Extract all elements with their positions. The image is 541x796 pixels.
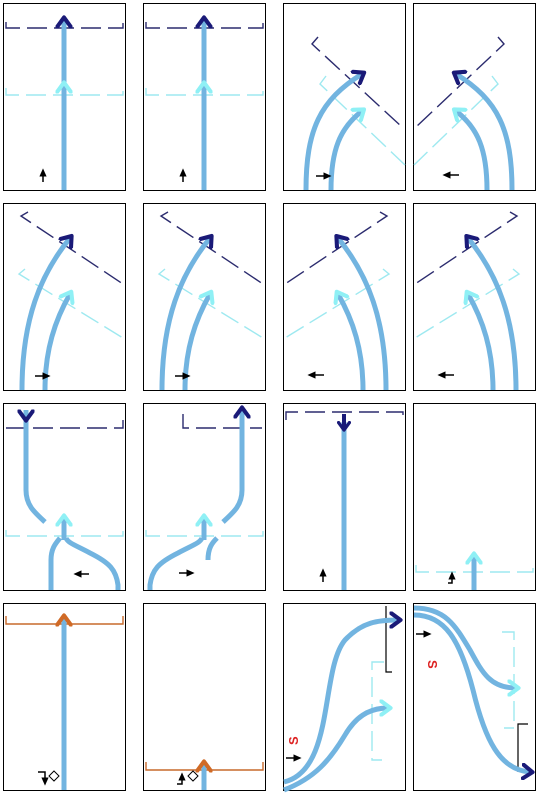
panel-r4c2 [143, 603, 266, 791]
dark-signal-bracket [285, 411, 404, 420]
right-lower-track [205, 536, 219, 561]
dark-signal-bracket [6, 420, 124, 429]
outer-curved-track [456, 74, 515, 191]
left-lower-track [48, 536, 62, 590]
inner-curved-track [468, 294, 496, 391]
s-mark-label: S [425, 660, 440, 669]
dark-signal-bracket [415, 36, 505, 128]
upper-track [23, 418, 47, 524]
light-signal-bracket [284, 268, 391, 339]
inner-curved-track [283, 708, 388, 793]
panel-r2c3 [283, 203, 406, 391]
dark-signal-bracket [414, 211, 519, 285]
panel-r4c4: S [413, 603, 536, 791]
panel-r2c2 [143, 203, 266, 391]
outer-curved-track [468, 238, 519, 391]
outer-curved-track [283, 620, 398, 785]
outer-curved-track [303, 74, 362, 191]
panel-border [283, 3, 406, 191]
panel-r3c4 [413, 403, 536, 591]
black-signal-bracket [517, 723, 528, 772]
panel-r2c1 [3, 203, 126, 391]
light-signal-bracket [319, 75, 406, 166]
diamond-icon [187, 770, 199, 782]
inner-curved-track [456, 111, 490, 191]
upper-track [221, 418, 245, 524]
panel-border [283, 603, 406, 791]
panel-r3c2 [143, 403, 266, 591]
panel-r3c3 [283, 403, 406, 591]
panel-r1c2 [143, 3, 266, 191]
outer-curved-track [19, 238, 70, 391]
panel-border [413, 3, 536, 191]
panel-r2c4 [413, 203, 536, 391]
corner-up-arrow-icon [448, 571, 456, 584]
right-lower-track [63, 536, 121, 590]
panel-r1c3 [283, 3, 406, 191]
dark-signal-bracket [284, 211, 389, 285]
upper-curved-track [413, 605, 516, 688]
diamond-icon [48, 770, 60, 782]
s-mark-label: S [286, 736, 301, 745]
lower-curved-track [413, 612, 530, 772]
panel-r1c4 [413, 3, 536, 191]
dark-signal-bracket [19, 211, 124, 285]
inner-curved-track [338, 294, 366, 391]
light-signal-bracket [157, 268, 264, 339]
corner-up-arrow-icon [177, 772, 186, 785]
outer-curved-track [338, 238, 389, 391]
light-signal-bracket [17, 268, 124, 339]
panel-r4c1 [3, 603, 126, 791]
panel-r4c3: S [283, 603, 406, 793]
dark-signal-bracket [311, 36, 403, 128]
light-signal-bracket [413, 75, 499, 166]
panel-r3c1 [3, 403, 126, 591]
return-arrow-diamond-icon [38, 771, 49, 786]
dark-signal-bracket [159, 211, 264, 285]
dark-signal-bracket [182, 414, 262, 429]
outer-curved-track [159, 238, 210, 391]
panel-r1c1 [3, 3, 126, 191]
left-lower-track [147, 536, 205, 590]
light-signal-bracket [414, 268, 521, 339]
panel-border [143, 603, 266, 791]
black-signal-bracket [385, 606, 392, 673]
